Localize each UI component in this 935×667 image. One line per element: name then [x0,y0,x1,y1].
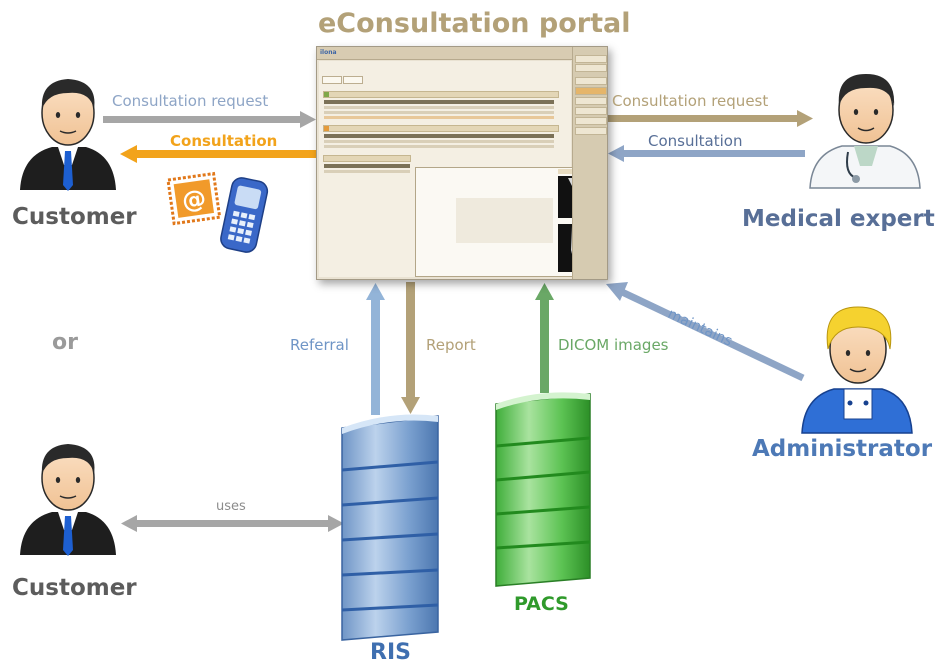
portal-tab [343,76,363,84]
portal-table-header [324,134,554,138]
svg-text:@: @ [180,184,208,215]
arrow-uses [121,515,344,532]
portal-section-header [323,125,559,132]
portal-section-header [323,155,411,162]
portal-table-header [324,164,410,168]
customer-avatar-icon [20,79,116,191]
consultation-right-label: Consultation [648,132,743,150]
portal-side-menu [572,47,607,279]
arrow-consultation-left [120,145,316,163]
page-title: eConsultation portal [318,8,631,39]
doctor-avatar-icon [809,74,921,189]
portal-menu-item [575,77,607,85]
table-row [324,170,410,173]
arrow-consultation-request-right [605,110,813,127]
portal-main-area [319,61,601,277]
consultation-left-label: Consultation [170,132,278,150]
arrow-consultation-request-left [103,111,316,128]
portal-section-header [323,91,559,98]
ris-label: RIS [370,640,411,665]
portal-consultation-text [456,198,553,243]
portal-menu-item [575,127,607,135]
medical-expert-label: Medical expert [742,206,935,232]
arrow-referral [366,283,385,415]
administrator-label: Administrator [752,436,933,462]
consultation-request-left-label: Consultation request [112,92,269,110]
portal-menu-item [575,97,607,105]
pacs-label: PACS [514,593,569,615]
table-row [324,111,554,114]
portal-table-header [324,100,554,104]
server-tower-icon [495,392,591,587]
table-row [324,116,554,119]
arrow-consultation-right [608,145,805,162]
arrow-report [401,282,420,414]
portal-screenshot: ilona [316,46,608,280]
customer-avatar-icon [20,444,116,556]
mobile-phone-icon [220,177,269,253]
administrator-avatar-icon [801,306,913,434]
report-label: Report [426,336,476,354]
portal-logo: ilona [320,49,337,56]
portal-tab [322,76,342,84]
uses-label: uses [216,499,246,514]
consultation-request-right-label: Consultation request [612,92,769,110]
or-label: or [52,330,78,355]
referral-label: Referral [290,336,349,354]
table-row [324,145,554,148]
server-tower-icon [341,414,439,641]
portal-menu-item [575,87,607,95]
arrow-maintains [606,282,805,382]
portal-menu-item [575,117,607,125]
email-stamp-icon: @ [166,171,222,226]
arrow-dicom-images [535,283,554,393]
portal-menu-item [575,107,607,115]
customer-label: Customer [12,204,137,230]
portal-menu-item [575,64,607,72]
table-row [324,140,554,143]
dicom-images-label: DICOM images [558,336,669,354]
portal-header-bar: ilona [317,47,607,60]
portal-menu-item [575,55,607,63]
customer-label: Customer [12,575,137,601]
table-row [324,106,554,109]
